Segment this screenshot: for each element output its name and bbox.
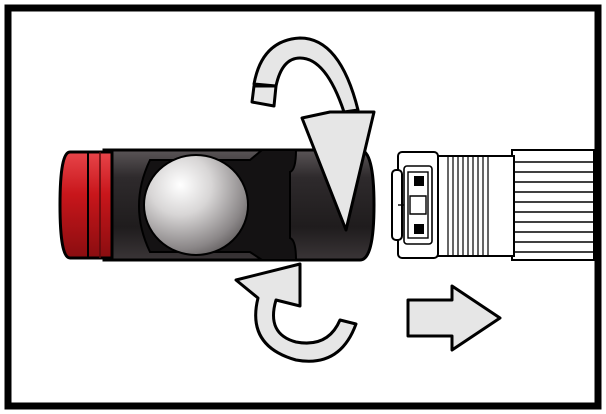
camera-tube-icon bbox=[391, 149, 595, 261]
cap-icon bbox=[58, 148, 376, 262]
rotate-arrow-icon bbox=[234, 262, 358, 363]
pull-arrow-icon bbox=[406, 284, 502, 352]
rotate-arrow-icon bbox=[250, 36, 376, 232]
